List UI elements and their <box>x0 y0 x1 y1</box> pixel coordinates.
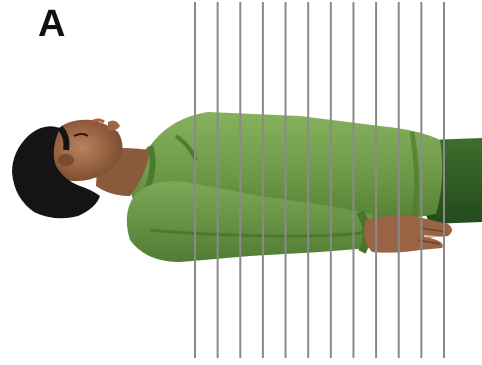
panel-label: A <box>38 2 65 46</box>
head <box>12 120 123 218</box>
